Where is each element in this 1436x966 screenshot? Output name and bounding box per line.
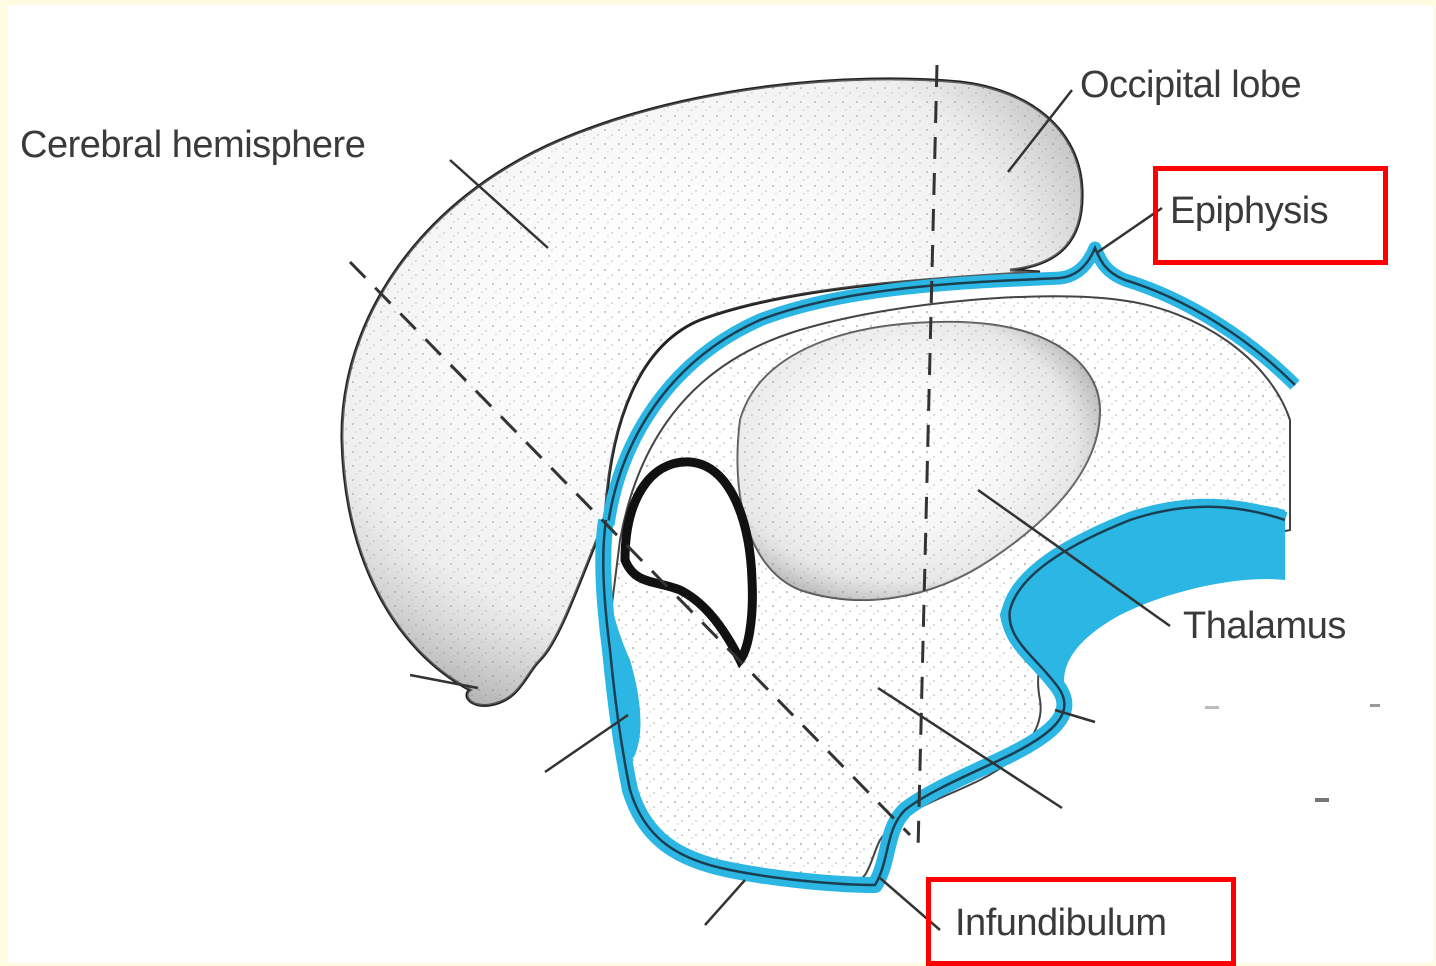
label-cerebral-hemisphere: Cerebral hemisphere (20, 124, 365, 167)
label-occipital-lobe: Occipital lobe (1080, 64, 1301, 107)
highlight-box-infundibulum (926, 877, 1236, 966)
speck (1205, 706, 1219, 709)
highlight-box-epiphysis (1153, 166, 1388, 265)
leader-optic-recess (705, 880, 745, 925)
speck (1370, 704, 1380, 707)
label-thalamus: Thalamus (1183, 605, 1346, 648)
speck (1315, 798, 1329, 802)
